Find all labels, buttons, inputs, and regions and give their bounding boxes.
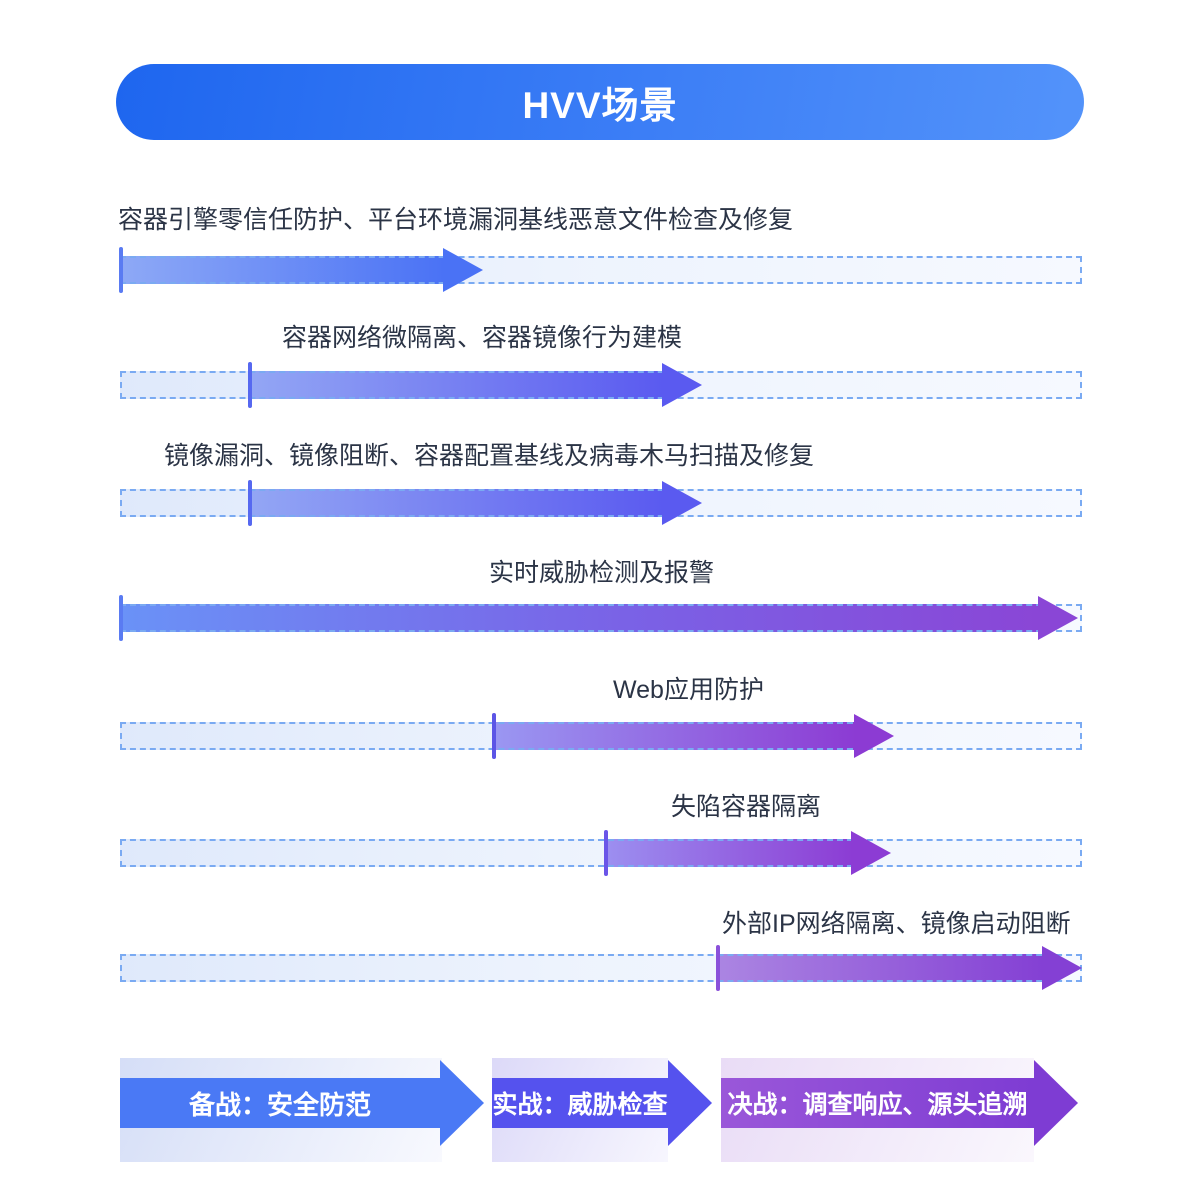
start-tick [716, 945, 720, 991]
start-tick [119, 247, 123, 293]
start-tick [248, 362, 252, 408]
phase-label: 备战：安全防范 [120, 1078, 440, 1128]
start-tick [492, 713, 496, 759]
capability-label: 容器引擎零信任防护、平台环境漏洞基线恶意文件检查及修复 [118, 206, 794, 234]
progress-arrow-body [120, 604, 1040, 632]
progress-arrow-head [1038, 596, 1078, 640]
progress-arrow-head [851, 831, 891, 875]
phase-arrow-head [440, 1060, 484, 1146]
progress-arrow-body [606, 839, 853, 867]
progress-arrow-body [718, 954, 1044, 982]
start-tick [604, 830, 608, 876]
progress-arrow-head [1042, 946, 1082, 990]
start-tick [248, 480, 252, 526]
progress-arrow-head [854, 714, 894, 758]
header-banner: HVV场景 [116, 64, 1084, 140]
capability-label: 失陷容器隔离 [671, 793, 822, 821]
progress-arrow-body [250, 489, 664, 517]
capability-label: Web应用防护 [613, 676, 764, 704]
progress-arrow-body [494, 722, 856, 750]
capability-label: 外部IP网络隔离、镜像启动阻断 [722, 910, 1071, 938]
phase-arrow-head [668, 1060, 712, 1146]
progress-arrow-head [662, 363, 702, 407]
progress-arrow-body [120, 256, 445, 284]
progress-arrow-head [443, 248, 483, 292]
phase-label: 实战：威胁检查 [492, 1078, 668, 1128]
page-title: HVV场景 [522, 85, 678, 126]
progress-arrow-body [250, 371, 664, 399]
capability-label: 容器网络微隔离、容器镜像行为建模 [282, 324, 683, 352]
capability-label: 实时威胁检测及报警 [489, 559, 715, 587]
phase-label: 决战：调查响应、源头追溯 [721, 1078, 1034, 1128]
capability-label: 镜像漏洞、镜像阻断、容器配置基线及病毒木马扫描及修复 [164, 442, 815, 470]
phase-arrow-head [1034, 1060, 1078, 1146]
timeline-track [120, 839, 1082, 867]
progress-arrow-head [662, 481, 702, 525]
start-tick [119, 595, 123, 641]
